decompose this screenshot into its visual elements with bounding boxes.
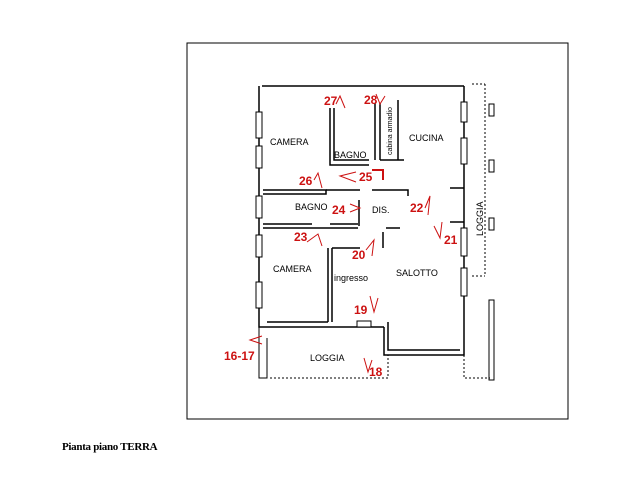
marker-18: 18 xyxy=(369,365,383,379)
walls xyxy=(258,85,465,356)
marker-25: 25 xyxy=(359,170,373,184)
plan-frame xyxy=(186,42,569,420)
room-camera-top: CAMERA xyxy=(270,137,309,147)
room-bagno-mid: BAGNO xyxy=(295,202,328,212)
marker-22: 22 xyxy=(410,201,424,215)
room-cucina: CUCINA xyxy=(409,133,444,143)
marker-27: 27 xyxy=(324,94,338,108)
view-arrows xyxy=(248,93,443,374)
marker-26: 26 xyxy=(299,174,313,188)
room-loggia-bottom: LOGGIA xyxy=(310,353,345,363)
marker-21: 21 xyxy=(444,233,458,247)
marker-24: 24 xyxy=(332,203,346,217)
marker-20: 20 xyxy=(352,248,366,262)
room-loggia-right: LOGGIA xyxy=(475,201,485,236)
marker-28: 28 xyxy=(364,93,378,107)
windows-right xyxy=(460,101,468,297)
marker-19: 19 xyxy=(354,303,368,317)
room-salotto: SALOTTO xyxy=(396,268,438,278)
plan-caption: Pianta piano TERRA xyxy=(62,441,158,453)
cabina-accent xyxy=(372,169,384,180)
room-cabina-armadio: cabina armadio xyxy=(387,107,394,155)
windows-left xyxy=(255,111,263,309)
room-bagno-top: BAGNO xyxy=(334,150,367,160)
room-ingresso: ingresso xyxy=(334,273,368,283)
loggia-right-outline xyxy=(463,83,495,381)
room-camera-bottom: CAMERA xyxy=(273,264,312,274)
marker-16-17: 16-17 xyxy=(224,349,255,363)
room-dis: DIS. xyxy=(372,205,390,215)
loggia-bottom-outline xyxy=(258,327,389,379)
door-block xyxy=(356,320,372,328)
marker-23: 23 xyxy=(294,230,308,244)
